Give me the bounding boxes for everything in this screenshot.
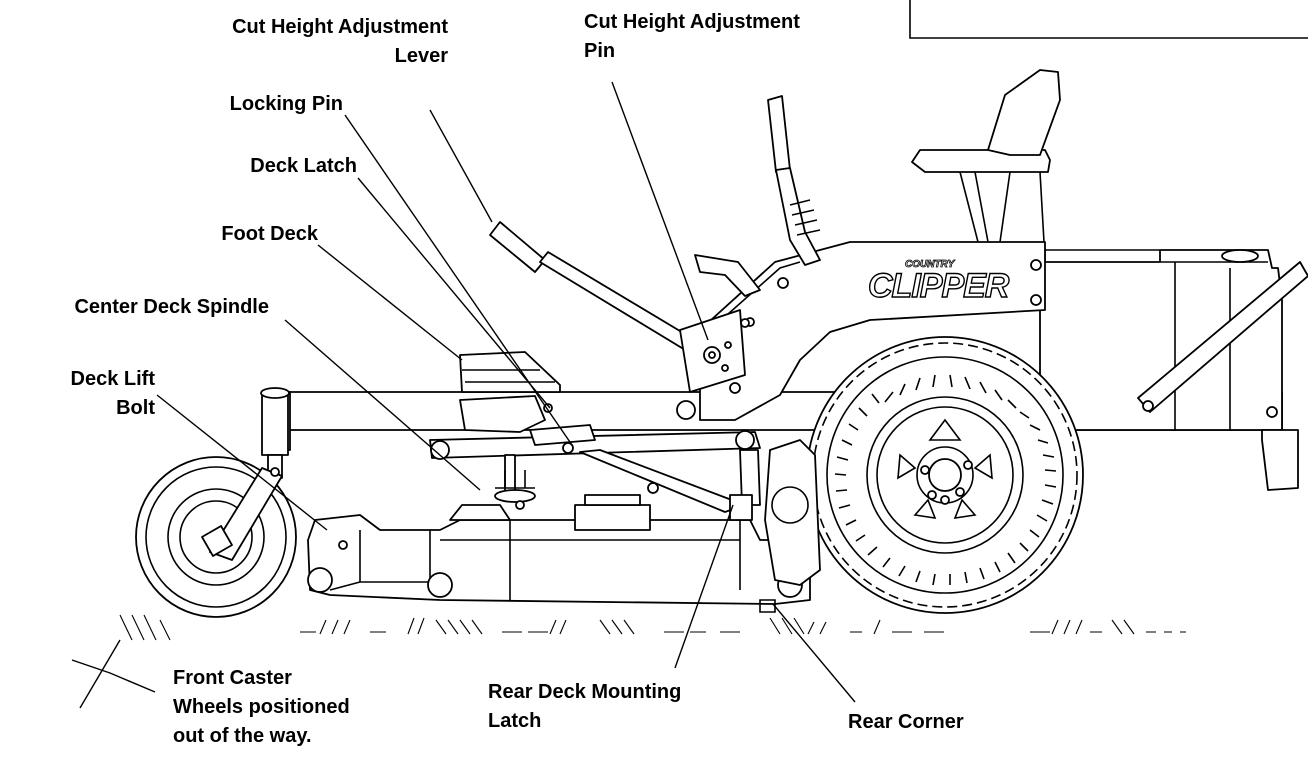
center-spindle-pulley (494, 489, 536, 503)
leader-lines (71, 81, 856, 709)
leader-deck-latch (357, 177, 551, 409)
label-rear-deck-mounting-latch-l1: Rear Deck Mounting (488, 681, 681, 703)
rear-drive-wheel (764, 336, 1084, 614)
transmission-plate (764, 439, 821, 586)
leader-center-spindle (284, 319, 481, 491)
mower-deck (307, 470, 811, 613)
label-cut-height-lever-l1: Cut Height Adjustment (232, 16, 448, 38)
cut-height-lever-handle (489, 221, 546, 273)
brand-logo-top: COUNTRY (905, 259, 956, 270)
label-deck-latch: Deck Latch (250, 155, 357, 177)
label-rear-corner: Rear Corner (848, 711, 964, 733)
label-rear-deck-mounting-latch-l2: Latch (488, 710, 541, 732)
brand-logo-main: CLIPPER (868, 267, 1010, 305)
label-center-deck-spindle: Center Deck Spindle (74, 296, 269, 318)
control-lever-shaft (775, 167, 821, 266)
label-locking-pin: Locking Pin (230, 93, 343, 115)
label-deck-lift-bolt-l1: Deck Lift (71, 368, 156, 390)
deck-shell (307, 514, 811, 605)
ground-hatching (119, 614, 1186, 641)
label-front-caster-l1: Front Caster (173, 667, 292, 689)
label-foot-deck: Foot Deck (221, 223, 319, 245)
label-cut-height-pin-l1: Cut Height Adjustment (584, 11, 800, 33)
label-cut-height-lever-l2: Lever (395, 45, 449, 67)
front-caster (135, 387, 297, 618)
rear-deck-latch-block (729, 494, 753, 521)
deck-roller-mid (427, 572, 453, 598)
control-lever-grip (767, 95, 791, 173)
info-box-edge (909, 0, 1308, 39)
rear-bumper (1261, 429, 1299, 491)
leader-rear-corner (772, 603, 856, 703)
side-handle (694, 254, 761, 297)
label-deck-lift-bolt-l2: Bolt (116, 397, 155, 419)
label-cut-height-pin-l2: Pin (584, 40, 615, 62)
callout-labels: Cut Height Adjustment Lever Cut Height A… (71, 11, 964, 747)
leader-foot-deck (317, 244, 463, 361)
label-front-caster-l2: Wheels positioned (173, 696, 350, 718)
leader-rear-mount (674, 504, 734, 669)
engine-housing (1039, 249, 1283, 431)
leader-cut-lever (429, 109, 493, 223)
leader-caster (71, 659, 156, 693)
label-front-caster-l3: out of the way. (173, 725, 312, 747)
leader-cut-pin (611, 81, 709, 341)
leader-deck-lift (156, 394, 328, 531)
spindle-housing (574, 504, 651, 531)
mower-body: COUNTRY CLIPPER (264, 69, 1308, 513)
seat-back (987, 69, 1061, 156)
foot-deck-plate (459, 351, 561, 393)
rear-wheel-hub (928, 458, 962, 492)
leader-caster-branch (79, 639, 121, 709)
caster-pivot-tube (261, 394, 289, 456)
deck-roller-front (307, 567, 333, 593)
